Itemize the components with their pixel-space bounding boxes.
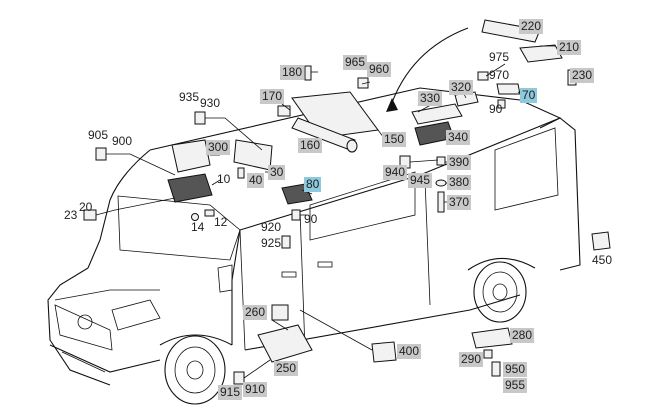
callout-40: 40 (247, 173, 265, 188)
callout-930: 930 (200, 96, 221, 110)
callout-340: 340 (446, 130, 471, 145)
part-30-lamp (233, 139, 273, 171)
callout-955: 955 (503, 378, 528, 393)
part-975-clip (477, 71, 489, 81)
callout-170: 170 (260, 89, 285, 104)
callout-400: 400 (397, 344, 422, 359)
callout-280: 280 (510, 328, 535, 343)
callout-905: 905 (88, 128, 109, 142)
part-290-clip (483, 349, 493, 359)
part-20-clip (83, 209, 97, 221)
part-70-module (496, 83, 521, 95)
part-260-bulb (271, 304, 289, 321)
callout-230: 230 (570, 68, 595, 83)
part-330-lens (411, 103, 463, 125)
callout-80: 80 (304, 177, 322, 192)
callout-160: 160 (298, 138, 323, 153)
part-965-clip (357, 77, 369, 89)
callout-970: 970 (489, 68, 510, 82)
callout-90-top: 90 (489, 102, 503, 116)
part-280-lamp (471, 327, 513, 349)
leader-lines (95, 25, 577, 379)
callout-965: 965 (343, 55, 368, 70)
callout-390: 390 (447, 155, 472, 170)
part-370-screw (437, 191, 445, 213)
callout-960: 960 (367, 62, 392, 77)
part-935-clip (194, 111, 206, 125)
part-925-clip (281, 235, 291, 249)
callout-210: 210 (557, 40, 582, 55)
callout-90-mid: 90 (304, 212, 318, 226)
part-12-clip (204, 209, 215, 217)
part-14-nut (191, 213, 199, 221)
part-390-clip (436, 156, 446, 166)
callout-380: 380 (447, 175, 472, 190)
arrow-head (386, 98, 398, 112)
part-905-clip (95, 147, 107, 161)
part-10-console (167, 173, 213, 203)
part-40-bulb (237, 167, 245, 179)
callout-220: 220 (519, 19, 544, 34)
part-300-lamp (171, 139, 211, 173)
callout-180: 180 (280, 65, 305, 80)
callout-900: 900 (112, 134, 133, 148)
part-380-washer (435, 179, 447, 187)
callout-940: 940 (383, 165, 408, 180)
part-170-clip (277, 105, 291, 117)
callout-920: 920 (261, 220, 282, 234)
callout-290: 290 (459, 352, 484, 367)
callout-12: 12 (214, 215, 228, 229)
callout-950: 950 (503, 362, 528, 377)
callout-30: 30 (268, 165, 286, 180)
callout-925: 925 (261, 236, 282, 250)
callout-330: 330 (418, 91, 443, 106)
callout-915: 915 (218, 385, 243, 400)
callout-23: 23 (64, 208, 78, 222)
callout-320: 320 (449, 80, 474, 95)
callout-10: 10 (217, 172, 231, 186)
callout-250: 250 (274, 361, 299, 376)
part-210-cover (519, 44, 563, 63)
callout-370: 370 (447, 195, 472, 210)
assembly-arrow (389, 27, 469, 109)
part-90-clip (497, 99, 506, 109)
part-400-switch (371, 341, 397, 363)
tube-end (346, 139, 358, 153)
callout-450: 450 (592, 253, 613, 267)
callout-945: 945 (408, 173, 433, 188)
callout-935: 935 (179, 90, 200, 104)
callout-300: 300 (206, 140, 231, 155)
callout-260: 260 (243, 305, 268, 320)
callout-70: 70 (520, 88, 538, 103)
callout-14: 14 (191, 220, 205, 234)
part-250-lamp (257, 324, 313, 363)
callout-975: 975 (489, 50, 510, 64)
callout-150: 150 (382, 132, 407, 147)
part-180-screw (304, 65, 312, 81)
callout-20: 20 (79, 200, 93, 214)
callout-910: 910 (243, 382, 268, 397)
part-920-clip (291, 209, 301, 221)
part-450-switch (591, 231, 611, 251)
van-body (47, 87, 581, 405)
part-950-clip (491, 361, 501, 377)
